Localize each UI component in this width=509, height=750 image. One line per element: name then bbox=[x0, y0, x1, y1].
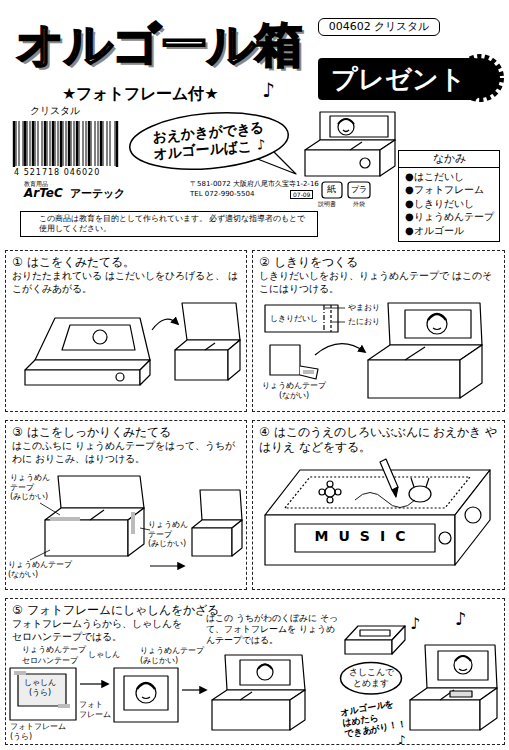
node-heading: ① はこをくみたてる。 bbox=[12, 255, 240, 270]
barcode-thick bbox=[14, 121, 117, 167]
recycle-mark: プラ bbox=[351, 185, 367, 195]
phone: TEL 072-990-5504 bbox=[190, 190, 254, 198]
part-name: セロハンテープ bbox=[22, 656, 78, 666]
product-name: クリスタル bbox=[30, 105, 80, 117]
step1-drawing bbox=[25, 303, 240, 385]
company-logo: ArTeC bbox=[24, 186, 63, 200]
company-name: アーテック bbox=[70, 187, 125, 200]
step-panel: ④ はこのうえのしろいぶぶんに おえかき や はりえ などをする。 bbox=[252, 420, 505, 590]
node-heading: 004602 クリスタル bbox=[325, 20, 433, 34]
contents-box: なかみ ●はこだいし●フォトフレーム●しきりだいし●りょうめんテープ●オルゴール bbox=[398, 150, 500, 242]
address: 〒581-0072 大阪府八尾市久宝寺1-2-16 bbox=[190, 180, 319, 188]
music-note: ♪ bbox=[455, 608, 467, 630]
fold-label: やまおり bbox=[348, 303, 380, 313]
code-number: 07-09 bbox=[290, 190, 313, 199]
barcode-number: 4 521718 046020 bbox=[14, 168, 100, 178]
node-heading: この商品は教育を目的として作られています。 必ず適切な指導者のもとで使用してくだ… bbox=[39, 214, 313, 234]
node-text: ●りょうめんテープ bbox=[399, 210, 499, 224]
node-text: ●はこだいし bbox=[399, 170, 499, 184]
box-drawing bbox=[305, 112, 395, 176]
part-name: しゃしん bbox=[88, 650, 120, 660]
bubble-ellipse bbox=[127, 107, 290, 176]
title: オルゴール箱 bbox=[16, 16, 302, 74]
node-heading: ② しきりをつくる bbox=[259, 255, 498, 270]
box-lettering: MUSIC bbox=[295, 528, 435, 545]
node-text: フォトフレームうらから、しゃしんを セロハンテープではる。 bbox=[12, 618, 192, 643]
part-name: しきりだいし bbox=[270, 314, 318, 324]
node-text: しきりだいしをおり、りょうめんテープで はこのそこにはりつける。 bbox=[259, 270, 498, 295]
product-code-box: 004602 クリスタル bbox=[318, 18, 440, 36]
instruction-note: はこの うちがわのくぼみに そって、フォトフレームを りょうめんテープではる。 bbox=[206, 613, 338, 645]
node-heading: ③ はこをしっかりくみたてる bbox=[12, 425, 240, 440]
subtitle: ★フォトフレーム付★ bbox=[62, 84, 219, 103]
bubble-ellipse bbox=[341, 663, 402, 695]
part-name: しゃしん (うら) bbox=[24, 678, 56, 697]
step3-box bbox=[45, 476, 242, 556]
node-heading: なかみ bbox=[399, 151, 499, 168]
step-panel: ③ はこをしっかりくみたてるはこのふちに りょうめんテープをはって、うちがわに … bbox=[5, 420, 247, 590]
fold-label: たにおり bbox=[348, 317, 380, 327]
music-note: ♪ bbox=[262, 78, 275, 102]
node-text: おりたたまれている はこだいしをひろげると、 はこがくみあがる。 bbox=[12, 270, 240, 295]
part-name: フォト フレーム bbox=[79, 700, 111, 719]
music-note: ♪ bbox=[410, 614, 420, 633]
step-panel: ② しきりをつくるしきりだいしをおり、りょうめんテープで はこのそこにはりつける… bbox=[252, 250, 505, 412]
node-text: ●オルゴール bbox=[399, 224, 499, 238]
step2-box bbox=[368, 303, 482, 398]
node-heading: ⑤ フォトフレームにしゃしんをかざる bbox=[12, 603, 498, 618]
part-name: りょうめん テープ (みじかい) bbox=[148, 520, 188, 549]
node-heading: ④ はこのうえのしろいぶぶんに おえかき や はりえ などをする。 bbox=[259, 425, 499, 455]
part-name: りょうめん テープ (みじかい) bbox=[10, 473, 50, 502]
speech-bubble: さしこんで とめます bbox=[339, 661, 403, 696]
part-name: フォトフレーム (うら) bbox=[10, 722, 66, 741]
recycle-note: 説明書 bbox=[318, 200, 336, 207]
node-text: はこのふちに りょうめんテープをはって、うちがわに おりこみ、はりつける。 bbox=[12, 440, 240, 465]
part-name: りょうめんテープ (みじかい) bbox=[140, 646, 204, 665]
step-panel: ⑤ フォトフレームにしゃしんをかざるフォトフレームうらから、しゃしんを セロハン… bbox=[5, 598, 505, 745]
warning-box: この商品は教育を目的として作られています。 必ず適切な指導者のもとで使用してくだ… bbox=[20, 211, 318, 237]
step-panel: ① はこをくみたてる。おりたたまれている はこだいしをひろげると、 はこがくみあ… bbox=[5, 250, 247, 412]
part-name: りょうめんテープ (ながい) bbox=[8, 560, 72, 579]
present-badge: プレゼント bbox=[318, 58, 478, 100]
part-name: りょうめんテープ bbox=[22, 645, 86, 655]
node-heading: プレゼント bbox=[331, 63, 466, 96]
finish-note: オルゴールを はめたら できあがり！！ bbox=[340, 697, 408, 740]
speech-bubble: おえかきができる オルゴールばこ ♪ bbox=[126, 105, 292, 177]
node-heading: さしこんで とめます bbox=[349, 667, 394, 690]
step4-box bbox=[265, 470, 490, 565]
node-text: ●フォトフレーム bbox=[399, 183, 499, 197]
recycle-mark: 紙 bbox=[327, 184, 336, 195]
node-text: ●しきりだいし bbox=[399, 197, 499, 211]
part-name: りょうめんテープ (ながい) bbox=[262, 381, 326, 400]
recycle-note: 外袋 bbox=[353, 200, 365, 207]
music-note: ♪ bbox=[398, 733, 406, 747]
